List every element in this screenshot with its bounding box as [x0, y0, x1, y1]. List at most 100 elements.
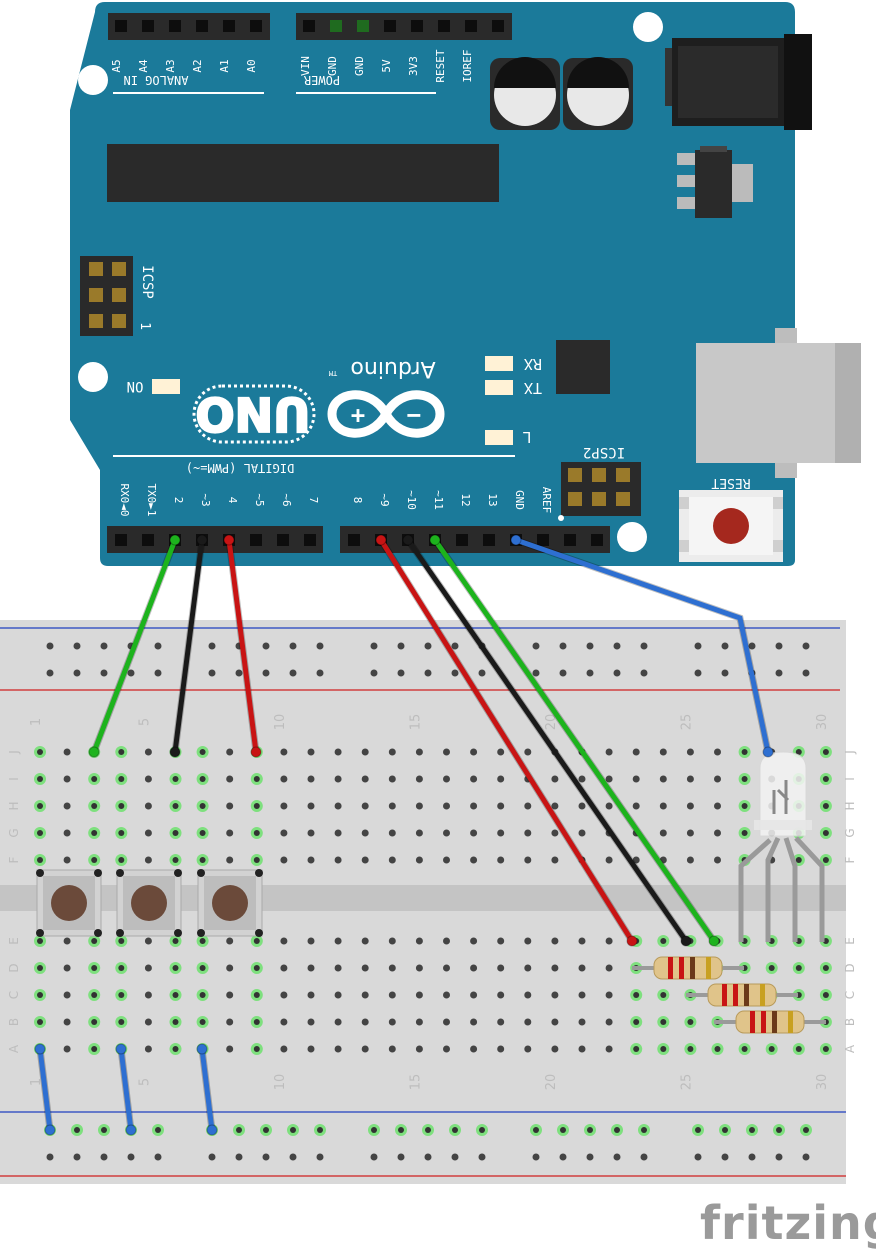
analog-header-pin [115, 20, 127, 32]
breadboard-hole [551, 775, 559, 783]
breadboard-hole [443, 775, 450, 783]
push-button[interactable] [197, 869, 263, 937]
rail-hole [694, 642, 702, 650]
breadboard-hole [307, 1045, 315, 1053]
breadboard-hole [578, 991, 586, 999]
rail-hole [316, 642, 324, 650]
power-pin-label: VIN [299, 56, 312, 76]
breadboard-hole-center [118, 992, 125, 998]
digital-header-pin [483, 534, 495, 546]
column-number-top: 15 [408, 714, 423, 731]
column-number-bottom: 30 [815, 1074, 830, 1091]
breadboard-hole-center [37, 1019, 43, 1025]
breadboard-hole-center [741, 830, 748, 836]
breadboard-hole [497, 748, 505, 756]
rail-hole [127, 669, 135, 677]
breadboard-hole-center [37, 965, 43, 971]
rail-hole [316, 1153, 324, 1161]
wire-black-pin10[interactable] [402, 534, 692, 947]
breadboard-hole-center [91, 776, 98, 782]
breadboard-hole-center [741, 1046, 748, 1052]
breadboard-hole [334, 937, 342, 945]
wire-green-pin2[interactable] [88, 534, 181, 758]
digital-label: DIGITAL (PWM=~) [186, 461, 294, 475]
breadboard-hole [497, 991, 505, 999]
breadboard-hole [226, 748, 234, 756]
wire-green-pin11[interactable] [429, 534, 720, 947]
row-letter: I [7, 777, 21, 781]
wire-blue-gnd[interactable] [510, 534, 774, 758]
power-header-pin [438, 20, 450, 32]
digital-pin-label: ~6 [280, 493, 293, 506]
power-jack [665, 34, 812, 130]
wire-red-pin4[interactable] [223, 534, 262, 758]
breadboard-hole [361, 829, 369, 837]
breadboard-hole [632, 856, 640, 864]
wire-black-pin3[interactable] [169, 534, 208, 758]
rail-hole [262, 669, 270, 677]
rx-label: RX [524, 355, 542, 373]
digital-pin-label: AREF [540, 487, 553, 514]
breadboard-hole [415, 748, 423, 756]
breadboard-hole-center [199, 965, 206, 971]
l-led [485, 430, 513, 445]
breadboard-hole [470, 1045, 478, 1053]
breadboard-hole [63, 829, 71, 837]
breadboard-hole [144, 937, 152, 945]
rail-hole [532, 669, 540, 677]
wire-blue-button3-gnd[interactable] [196, 1043, 218, 1136]
breadboard-hole [470, 937, 478, 945]
breadboard-hole [605, 964, 613, 972]
breadboard-hole-center [199, 803, 206, 809]
digital-pin-label: ~9 [378, 493, 391, 506]
wire-blue-button1-gnd[interactable] [34, 1043, 56, 1136]
breadboard-hole [524, 802, 532, 810]
breadboard-hole [605, 802, 613, 810]
wire-blue-button2-gnd[interactable] [115, 1043, 137, 1136]
breadboard-hole [551, 1045, 559, 1053]
push-button[interactable] [36, 869, 102, 937]
icsp2-pin [568, 492, 582, 506]
rx-led [485, 356, 513, 371]
wire-red-pin9[interactable] [375, 534, 638, 947]
breadboard-hole [361, 775, 369, 783]
breadboard-hole-center [822, 1046, 829, 1052]
rail-hole-center [155, 1127, 161, 1133]
breadboard-hole-center [253, 803, 260, 809]
rail-hole [316, 669, 324, 677]
rail-hole [802, 1153, 810, 1161]
rail-hole [424, 642, 432, 650]
power-pin-label: GND [326, 56, 339, 76]
breadboard-hole [605, 991, 613, 999]
rail-hole [46, 669, 54, 677]
breadboard-hole [144, 1018, 152, 1026]
breadboard-hole [443, 829, 450, 837]
wires [34, 534, 774, 1136]
power-header-pin [492, 20, 504, 32]
digital-pin-label: ~5 [253, 493, 266, 506]
on-led [152, 379, 180, 394]
rail-hole [775, 642, 783, 650]
breadboard-hole [443, 1045, 450, 1053]
row-letter: E [7, 937, 21, 945]
breadboard-hole [551, 964, 559, 972]
breadboard-hole [714, 802, 721, 810]
push-button[interactable] [116, 869, 182, 937]
breadboard-hole [415, 937, 423, 945]
row-letter: I [843, 777, 857, 781]
breadboard-hole-center [172, 938, 179, 944]
column-number-top: 20 [544, 714, 559, 731]
breadboard-hole [497, 829, 505, 837]
breadboard-hole [388, 1018, 396, 1026]
breadboard-hole [605, 1045, 613, 1053]
breadboard-hole-center [37, 938, 43, 944]
rail-hole [208, 642, 216, 650]
rail-hole [532, 642, 540, 650]
reset-button[interactable] [679, 490, 783, 562]
row-letter: A [7, 1044, 21, 1053]
digital-header-pin [537, 534, 549, 546]
breadboard-hole [334, 829, 342, 837]
breadboard-hole [578, 1045, 586, 1053]
rail-hole [370, 1153, 378, 1161]
breadboard-hole [280, 829, 288, 837]
